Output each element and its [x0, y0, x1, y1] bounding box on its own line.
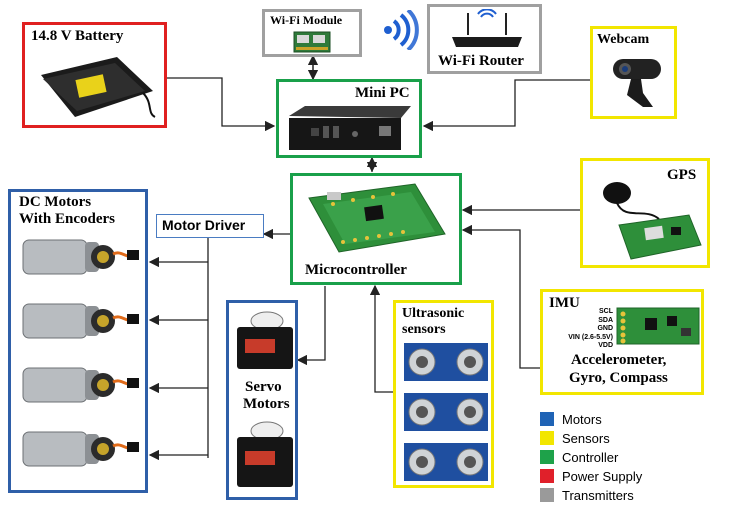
- mini-pc-label: Mini PC: [355, 85, 410, 101]
- webcam-block: Webcam: [590, 26, 677, 119]
- imu-pin-vin: VIN (2.6-5.5V): [568, 333, 613, 341]
- dc-motors-icon: [21, 239, 141, 468]
- legend-label-sensors: Sensors: [562, 430, 610, 446]
- router-icon: [452, 9, 522, 47]
- legend-label-motors: Motors: [562, 411, 602, 427]
- wifi-router-label: Wi-Fi Router: [438, 53, 524, 69]
- legend-swatch-motors: [540, 412, 554, 426]
- imu-desc-line2: Gyro, Compass: [569, 370, 668, 386]
- legend-item-power: Power Supply: [540, 468, 642, 484]
- wifi-card-icon: [293, 31, 331, 53]
- webcam-icon: [613, 59, 661, 107]
- ultrasonic-label-line2: sensors: [402, 322, 446, 337]
- servo-icon-bottom: [237, 421, 293, 487]
- legend-label-controller: Controller: [562, 449, 619, 465]
- imu-desc-line1: Accelerometer,: [571, 352, 667, 368]
- gps-module-icon: [603, 182, 702, 260]
- dc-motors-block: DC Motors With Encoders: [8, 189, 148, 493]
- gps-label: GPS: [667, 167, 697, 183]
- microcontroller-block: Microcontroller: [290, 173, 462, 285]
- imu-board-icon: [616, 307, 700, 345]
- mini-pc-icon: [289, 106, 411, 150]
- imu-label: IMU: [549, 295, 580, 311]
- imu-block: IMU SCL SDA GND VIN (2.6-5.5V) VDD Accel…: [540, 289, 704, 395]
- legend-label-transmitters: Transmitters: [562, 487, 634, 503]
- imu-pin-gnd: GND: [597, 325, 613, 332]
- imu-pin-scl: SCL: [599, 308, 613, 315]
- ultrasonic-sensors-icon: [403, 343, 489, 482]
- wire-battery-minipc: [165, 77, 276, 132]
- imu-pin-labels: SCL SDA GND VIN (2.6-5.5V) VDD: [567, 308, 613, 351]
- battery-block: 14.8 V Battery: [22, 22, 167, 128]
- servo-label-line2: Motors: [243, 396, 290, 412]
- wifi-module-block: Wi-Fi Module: [262, 9, 362, 57]
- webcam-label: Webcam: [597, 32, 650, 47]
- wire-webcam-minipc: [422, 79, 590, 132]
- gps-block: GPS: [580, 158, 710, 268]
- legend-swatch-sensors: [540, 431, 554, 445]
- motor-driver-label: Motor Driver: [162, 217, 246, 233]
- wire-ultrasonic-mcu: [369, 284, 393, 393]
- wifi-module-label: Wi-Fi Module: [270, 13, 343, 27]
- microcontroller-label: Microcontroller: [305, 262, 407, 278]
- legend-label-power: Power Supply: [562, 468, 643, 484]
- motor-driver-block: Motor Driver: [156, 214, 264, 238]
- wire-mcu-servo: [296, 286, 326, 366]
- legend-swatch-power: [540, 469, 554, 483]
- dc-motors-label-line2: With Encoders: [19, 211, 115, 227]
- wire-imu-mcu: [461, 224, 540, 369]
- legend-item-sensors: Sensors: [540, 430, 610, 446]
- imu-pin-vdd: VDD: [598, 342, 613, 349]
- wifi-router-block: Wi-Fi Router: [427, 4, 542, 74]
- servo-label-line1: Servo: [245, 379, 282, 395]
- mini-pc-block: Mini PC: [276, 79, 422, 158]
- battery-label: 14.8 V Battery: [31, 28, 124, 44]
- ultrasonic-block: Ultrasonic sensors: [393, 300, 494, 488]
- wifi-signal-icon: [384, 10, 419, 50]
- battery-icon: [41, 57, 156, 118]
- legend-item-transmitters: Transmitters: [540, 487, 634, 503]
- legend-item-controller: Controller: [540, 449, 618, 465]
- servo-icon-top: [237, 311, 293, 369]
- imu-pin-sda: SDA: [598, 316, 613, 324]
- dc-motors-label-line1: DC Motors: [19, 194, 92, 210]
- ultrasonic-label-line1: Ultrasonic: [402, 306, 465, 321]
- legend-item-motors: Motors: [540, 411, 602, 427]
- microcontroller-board-icon: [308, 183, 446, 253]
- servo-motors-block: Servo Motors: [226, 300, 298, 500]
- legend-swatch-controller: [540, 450, 554, 464]
- legend-swatch-transmitters: [540, 488, 554, 502]
